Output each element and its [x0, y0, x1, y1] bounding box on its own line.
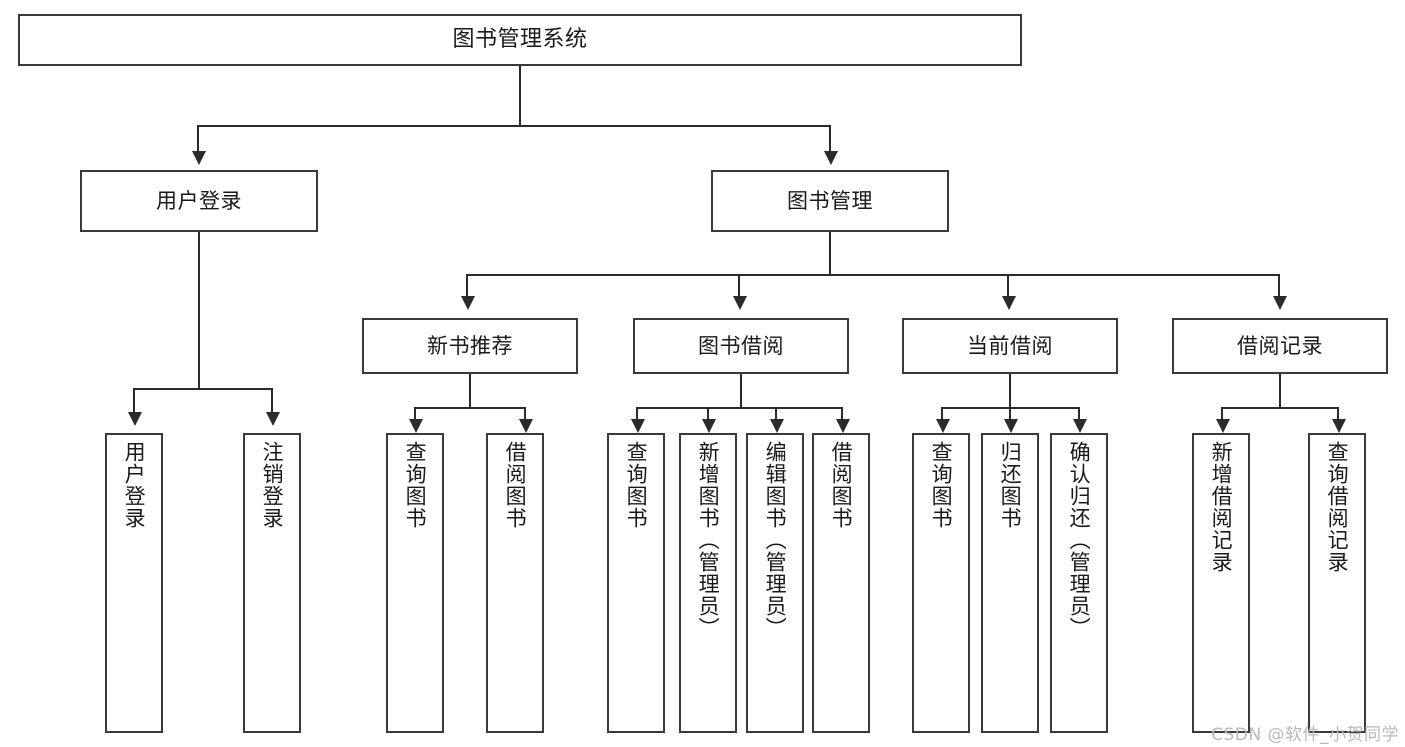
arrow-down-icon — [1332, 419, 1346, 433]
connector-root-bus — [197, 125, 831, 127]
connector-borrow-record-bus — [1221, 407, 1339, 409]
leaf-add-record[interactable]: 新增借阅记录 — [1192, 433, 1250, 733]
connector-book-borrow-stem — [740, 374, 742, 408]
connector-bm-to-book-borrow — [738, 274, 740, 298]
connector-new-book-stem — [469, 374, 471, 408]
arrow-down-icon — [1004, 419, 1018, 433]
connector-user-login-branch-2 — [271, 388, 273, 414]
connector-book-borrow-branch-1 — [636, 407, 638, 421]
node-label: 图书管理系统 — [452, 27, 588, 53]
node-label: 查询图书 — [624, 441, 649, 529]
connector-book-borrow-branch-4 — [841, 407, 843, 421]
arrow-down-icon — [733, 296, 747, 310]
connector-borrow-record-branch-2 — [1337, 407, 1339, 421]
connector-root-to-user-login — [197, 125, 199, 153]
arrow-down-icon — [936, 419, 950, 433]
leaf-borrow-book-2[interactable]: 借阅图书 — [812, 433, 870, 733]
leaf-return-book[interactable]: 归还图书 — [981, 433, 1039, 733]
node-label: 注销登录 — [260, 441, 285, 529]
node-book-borrow[interactable]: 图书借阅 — [633, 318, 849, 374]
node-label: 当前借阅 — [967, 333, 1053, 358]
arrow-down-icon — [1216, 419, 1230, 433]
arrow-down-icon — [192, 151, 206, 165]
node-label: 查询图书 — [929, 441, 954, 529]
node-book-management[interactable]: 图书管理 — [711, 170, 949, 232]
node-new-book-recommend[interactable]: 新书推荐 — [362, 318, 578, 374]
leaf-confirm-return[interactable]: 确认归还（管理员） — [1050, 433, 1108, 733]
connector-book-management-bus — [466, 274, 1280, 276]
connector-new-book-branch-1 — [414, 407, 416, 421]
connector-borrow-record-stem — [1279, 374, 1281, 408]
node-label: 借阅图书 — [503, 441, 528, 529]
leaf-add-book[interactable]: 新增图书（管理员） — [679, 433, 737, 733]
connector-root-to-book-management — [829, 125, 831, 153]
node-user-login[interactable]: 用户登录 — [80, 170, 318, 232]
connector-borrow-record-branch-1 — [1221, 407, 1223, 421]
node-label: 新书推荐 — [427, 333, 513, 358]
connector-current-borrow-branch-3 — [1078, 407, 1080, 421]
node-label: 用户登录 — [156, 188, 242, 213]
connector-book-borrow-branch-2 — [707, 407, 709, 421]
arrow-down-icon — [1273, 296, 1287, 310]
leaf-query-book-3[interactable]: 查询图书 — [912, 433, 970, 733]
leaf-borrow-book-1[interactable]: 借阅图书 — [486, 433, 544, 733]
arrow-down-icon — [1073, 419, 1087, 433]
node-label: 编辑图书（管理员） — [763, 441, 788, 639]
arrow-down-icon — [770, 419, 784, 433]
arrow-down-icon — [128, 412, 142, 426]
leaf-query-record[interactable]: 查询借阅记录 — [1308, 433, 1366, 733]
node-current-borrow[interactable]: 当前借阅 — [902, 318, 1118, 374]
node-label: 用户登录 — [122, 441, 147, 529]
leaf-query-book-2[interactable]: 查询图书 — [607, 433, 665, 733]
leaf-logout-login[interactable]: 注销登录 — [243, 433, 301, 733]
node-borrow-record[interactable]: 借阅记录 — [1172, 318, 1388, 374]
node-label: 新增借阅记录 — [1209, 441, 1234, 573]
node-root-book-management-system[interactable]: 图书管理系统 — [18, 14, 1022, 66]
connector-book-borrow-bus — [636, 407, 843, 409]
connector-book-management-stem — [829, 232, 831, 276]
node-label: 新增图书（管理员） — [696, 441, 721, 639]
connector-current-borrow-branch-1 — [941, 407, 943, 421]
leaf-edit-book[interactable]: 编辑图书（管理员） — [746, 433, 804, 733]
csdn-watermark: CSDN @软件_小贺同学 — [1211, 725, 1399, 745]
connector-bm-to-borrow-record — [1278, 274, 1280, 298]
node-label: 查询图书 — [403, 441, 428, 529]
arrow-down-icon — [1002, 296, 1016, 310]
arrow-down-icon — [824, 151, 838, 165]
node-label: 归还图书 — [998, 441, 1023, 529]
leaf-user-login[interactable]: 用户登录 — [105, 433, 163, 733]
connector-bm-to-current-borrow — [1007, 274, 1009, 298]
connector-user-login-branch-1 — [133, 388, 135, 414]
arrow-down-icon — [461, 296, 475, 310]
connector-current-borrow-stem — [1009, 374, 1011, 408]
connector-user-login-stem — [198, 232, 200, 389]
arrow-down-icon — [836, 419, 850, 433]
connector-current-borrow-branch-2 — [1009, 407, 1011, 421]
connector-book-borrow-branch-3 — [775, 407, 777, 421]
node-label: 查询借阅记录 — [1325, 441, 1350, 573]
arrow-down-icon — [702, 419, 716, 433]
arrow-down-icon — [409, 419, 423, 433]
connector-root-stem — [519, 66, 521, 126]
connector-user-login-bus — [133, 388, 271, 390]
connector-bm-to-new-book — [466, 274, 468, 298]
node-label: 图书管理 — [787, 188, 873, 213]
node-label: 确认归还（管理员） — [1067, 441, 1092, 639]
node-label: 图书借阅 — [698, 333, 784, 358]
node-label: 借阅记录 — [1237, 333, 1323, 358]
connector-new-book-branch-2 — [524, 407, 526, 421]
leaf-query-book-1[interactable]: 查询图书 — [386, 433, 444, 733]
arrow-down-icon — [519, 419, 533, 433]
connector-new-book-bus — [414, 407, 526, 409]
arrow-down-icon — [631, 419, 645, 433]
node-label: 借阅图书 — [829, 441, 854, 529]
arrow-down-icon — [266, 412, 280, 426]
